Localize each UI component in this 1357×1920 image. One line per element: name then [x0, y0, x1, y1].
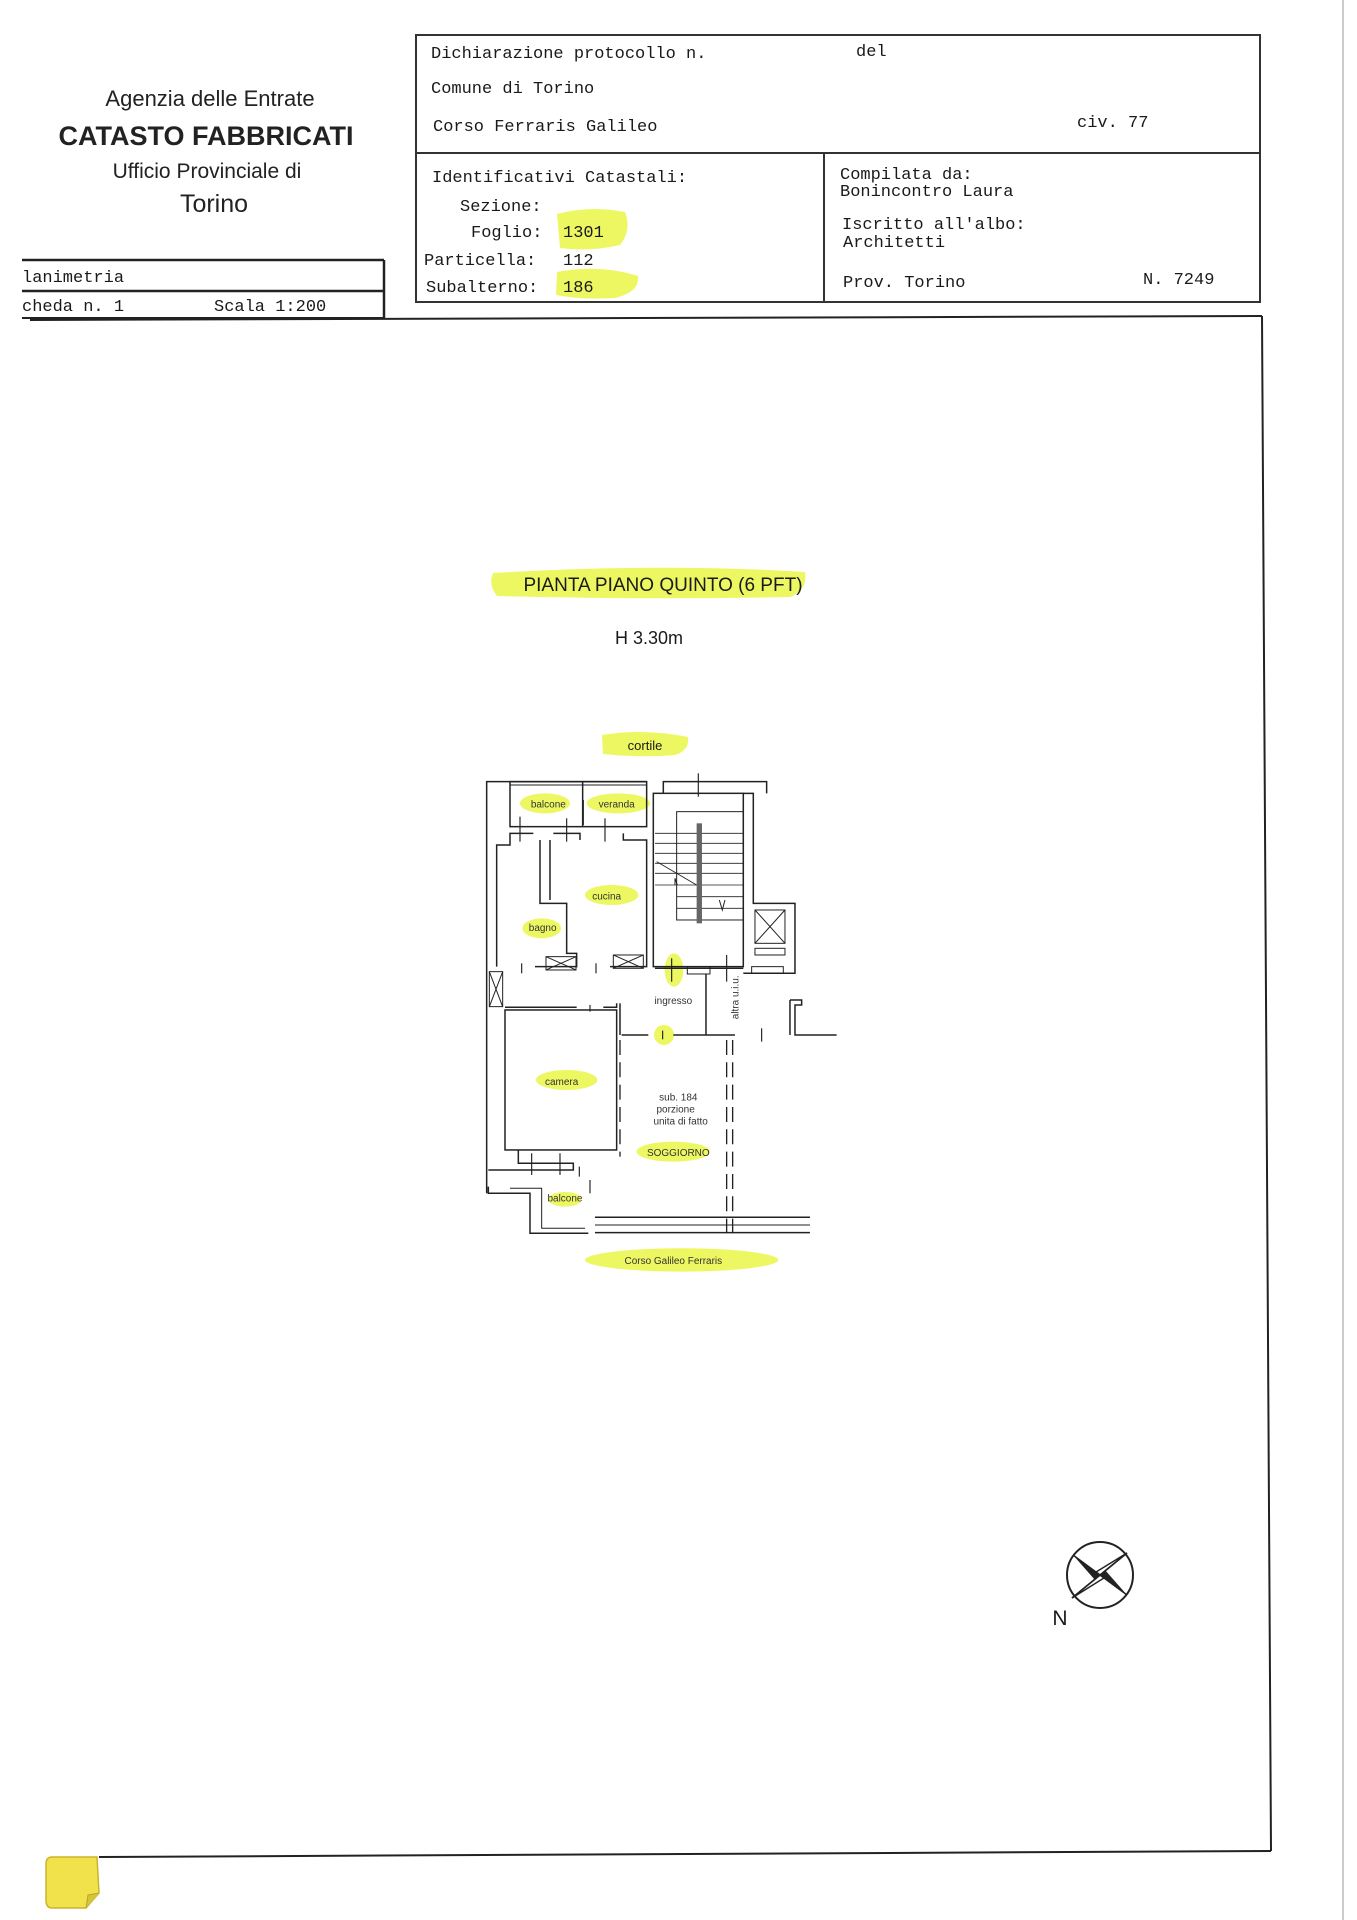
sheet-box: lanimetria cheda n. 1 Scala 1:200	[22, 258, 386, 319]
office-name: Ufficio Provinciale di	[113, 160, 302, 183]
room-balcone-top: balcone	[531, 799, 566, 810]
catasto-title: CATASTO FABBRICATI	[59, 121, 354, 151]
compiler-label: Compilata da:	[840, 166, 973, 185]
walls	[485, 773, 837, 1235]
declaration-box: Dichiarazione protocollo n. del Comune d…	[415, 34, 1261, 303]
highlight-cortile	[602, 731, 689, 757]
sticky-note-icon[interactable]	[45, 1856, 100, 1909]
albo-label: Iscritto all'albo:	[842, 216, 1026, 235]
room-bagno: bagno	[529, 923, 557, 934]
sub-porzione: porzione	[656, 1105, 695, 1116]
date-label: del	[856, 43, 887, 62]
room-labels: balcone veranda cucina bagno ingresso al…	[529, 799, 742, 1267]
particella-value: 112	[563, 252, 594, 271]
floor-plan: balcone veranda cucina bagno ingresso al…	[485, 773, 837, 1272]
sheet-type: lanimetria	[22, 269, 124, 288]
registration-number: N. 7249	[1143, 271, 1214, 290]
room-soggiorno: SOGGIORNO	[647, 1148, 710, 1159]
address: Corso Ferraris Galileo	[433, 118, 657, 137]
sezione-label: Sezione:	[460, 198, 542, 217]
highlight-title	[491, 567, 806, 599]
subalterno-label: Subalterno:	[426, 279, 538, 298]
street-label: Corso Galileo Ferraris	[624, 1256, 722, 1267]
plan-title: PIANTA PIANO QUINTO (6 PFT)	[523, 575, 802, 596]
particella-label: Particella:	[424, 252, 536, 271]
civic-number: civ. 77	[1077, 114, 1148, 133]
subalterno-value: 186	[563, 279, 594, 298]
highlight-subalterno	[556, 268, 639, 299]
room-balcone-bottom: balcone	[547, 1194, 582, 1205]
drawing-frame	[29, 0, 1344, 1920]
albo-value: Architetti	[843, 234, 945, 253]
sheet-number: cheda n. 1	[22, 298, 124, 317]
office-city: Torino	[180, 190, 248, 218]
municipality: Comune di Torino	[431, 80, 594, 99]
highlight-foglio	[557, 208, 628, 250]
room-camera: camera	[545, 1077, 579, 1088]
foglio-label: Foglio:	[471, 224, 542, 243]
room-cucina: cucina	[592, 891, 621, 902]
stair-handrail	[696, 823, 702, 924]
sheet-scale: Scala 1:200	[214, 298, 326, 317]
plan-height: H 3.30m	[615, 628, 683, 648]
identifiers-title: Identificativi Catastali:	[432, 169, 687, 188]
north-compass-icon: N	[1052, 1541, 1134, 1630]
sub-number: sub. 184	[659, 1093, 698, 1104]
room-highlights	[519, 793, 779, 1272]
protocol-label: Dichiarazione protocollo n.	[431, 45, 706, 64]
foglio-value: 1301	[563, 224, 604, 243]
room-altra-uiu: altra u.i.u.	[730, 975, 741, 1019]
compiler-name: Bonincontro Laura	[840, 183, 1013, 202]
agency-name: Agenzia delle Entrate	[105, 86, 314, 111]
room-ingresso: ingresso	[654, 996, 692, 1007]
sub-unita: unita di fatto	[653, 1116, 708, 1127]
courtyard-label: cortile	[628, 738, 663, 753]
agency-header: Agenzia delle Entrate CATASTO FABBRICATI…	[59, 86, 354, 218]
north-label: N	[1052, 1607, 1067, 1630]
room-veranda: veranda	[599, 799, 636, 810]
province: Prov. Torino	[843, 274, 965, 293]
